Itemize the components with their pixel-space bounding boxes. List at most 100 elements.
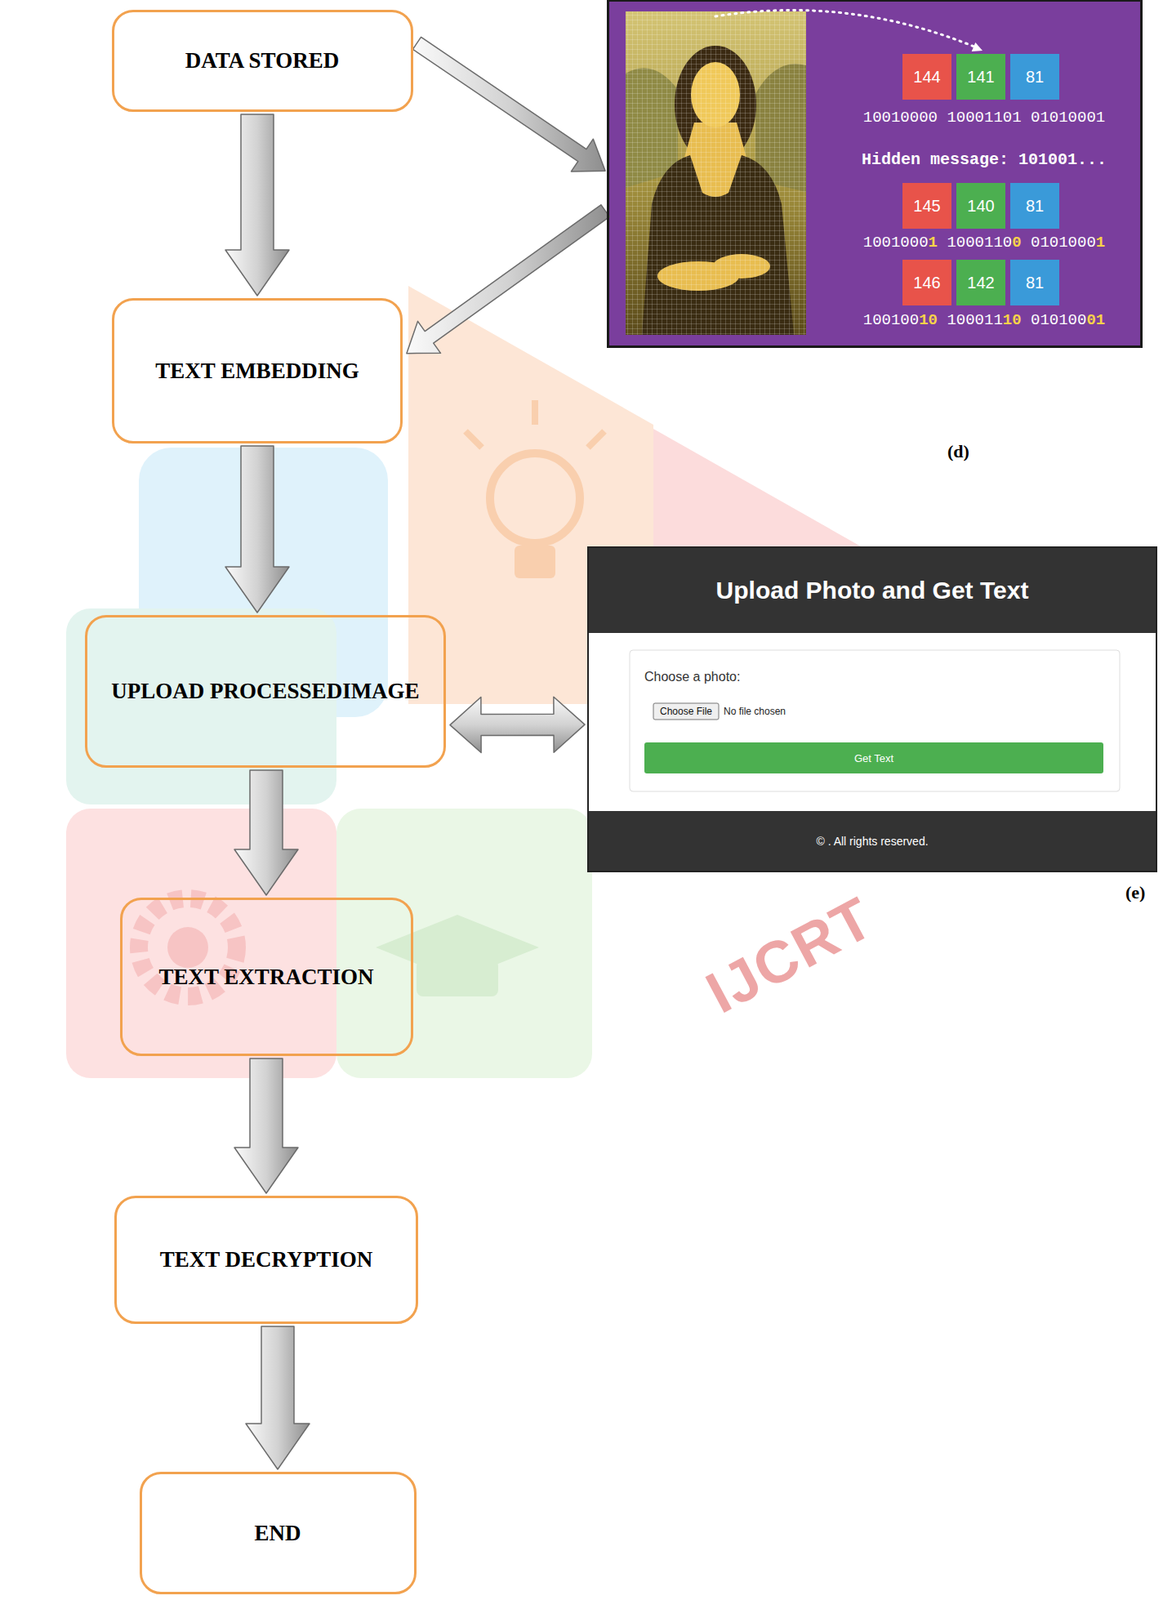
box-label: TEXT DECRYPTION (160, 1247, 373, 1273)
end-box: END (139, 1471, 417, 1595)
field-label: Choose a photo: (644, 668, 890, 687)
page-heading: Upload Photo and Get Text (588, 548, 1156, 633)
form-card (629, 650, 1120, 792)
embedded-bits: 01 (1086, 311, 1106, 330)
pixel-swatch (956, 182, 1006, 229)
lightbulb-icon (514, 545, 556, 579)
pixel-swatch (956, 53, 1006, 100)
submit-button: Get Text (644, 742, 1104, 774)
watermark-text: IJCRT (695, 883, 885, 1027)
pixel-value: 142 (956, 259, 1006, 306)
box-label: UPLOAD PROCESSEDIMAGE (111, 678, 419, 705)
bit-gap (937, 233, 947, 252)
block-arrow (245, 1326, 310, 1470)
binary-value: 10010010 10001110 01010001 (820, 309, 1148, 331)
hidden-message: Hidden message: 101001... (820, 147, 1148, 172)
bit-run: 100100 (863, 311, 919, 330)
box-label: DATA STORED (185, 48, 339, 74)
watermark-tile (66, 608, 337, 805)
lightbulb-icon (588, 431, 605, 448)
portrait-image (625, 11, 807, 335)
screenshot-panel: Upload Photo and Get TextChoose a photo:… (588, 548, 1156, 871)
block-arrow (234, 1058, 299, 1194)
bit-gap (1021, 311, 1031, 330)
illustration-ground (609, 1, 1141, 346)
submit-button-shape (644, 742, 1104, 774)
pixel-value: 144 (902, 53, 952, 100)
process-box: TEXT EXTRACTION (120, 897, 414, 1057)
pixel-swatch (1010, 182, 1060, 229)
portrait-image (625, 11, 807, 335)
lightbulb-icon (465, 431, 482, 448)
pixel-swatch (902, 259, 952, 306)
embedded-bits: 10 (1002, 311, 1022, 330)
block-arrow (225, 445, 290, 613)
bit-gap (937, 311, 947, 330)
pixel-value: 81 (1010, 182, 1060, 229)
file-button: Choose File (653, 703, 719, 720)
pixel-swatch (956, 259, 1006, 306)
lightbulb-icon (531, 400, 539, 425)
gear-icon (167, 926, 209, 968)
embedded-bits: 1 (928, 233, 938, 252)
box-label: END (253, 1520, 301, 1547)
pixel-swatch (902, 53, 1060, 306)
pixel-value: 140 (956, 182, 1006, 229)
process-box: UPLOAD PROCESSEDIMAGE (84, 614, 446, 768)
block-arrow (412, 36, 606, 172)
pixel-swatch (1010, 259, 1060, 306)
pixel-swatch (1010, 53, 1060, 100)
bit-run: 1000110 (946, 233, 1012, 252)
lightbulb-icon (490, 453, 580, 544)
file-status: No file chosen (723, 703, 830, 720)
process-box: TEXT DECRYPTION (114, 1195, 419, 1324)
bit-gap (1021, 233, 1031, 252)
pointer-head (971, 42, 983, 52)
header-bar (588, 548, 1156, 633)
footer-bar (588, 810, 1156, 871)
block-arrow (406, 204, 611, 354)
dotted-pointer (715, 9, 976, 48)
file-button-shape (653, 703, 719, 720)
figure-label: (e) (1125, 882, 1146, 904)
pixel-value: 81 (1010, 53, 1060, 100)
embedded-bits: 1 (1096, 233, 1106, 252)
process-box: DATA STORED (111, 9, 414, 112)
portrait-image (625, 11, 807, 335)
bit-run: 1001000 (863, 233, 929, 252)
graduation-cap-icon (416, 959, 499, 997)
box-label: TEXT EMBEDDING (155, 358, 359, 384)
bit-string: 10010010 10001110 01010001 (863, 311, 1106, 330)
box-label: TEXT EXTRACTION (159, 964, 375, 990)
pixel-value: 81 (1010, 259, 1060, 306)
block-arrow (225, 114, 290, 296)
bit-run: 100011 (946, 311, 1003, 330)
pixel-value: 146 (902, 259, 952, 306)
pixel-value: 145 (902, 182, 952, 229)
web-form-screenshot (588, 548, 1156, 871)
form-ground (588, 548, 1156, 871)
bit-run: 0101000 (1030, 233, 1097, 252)
pixel-value: 141 (956, 53, 1006, 100)
lightbulb-icon (465, 400, 605, 579)
block-arrow (234, 770, 299, 896)
graduation-cap-icon (375, 914, 540, 997)
pixel-swatch (902, 53, 952, 100)
embedded-bits: 10 (918, 311, 938, 330)
bit-string: 10010001 10001100 01010001 (863, 233, 1106, 252)
footer-text: © . All rights reserved. (588, 810, 1156, 871)
block-arrow (450, 696, 585, 753)
embedded-bits: 0 (1011, 233, 1021, 252)
watermark-tile (336, 808, 593, 1079)
binary-value: 10010001 10001100 01010001 (820, 231, 1148, 254)
figure-label: (d) (947, 441, 970, 463)
binary-value: 10010000 10001101 01010001 (820, 106, 1148, 129)
pixel-swatch (902, 182, 952, 229)
process-box: TEXT EMBEDDING (111, 298, 403, 444)
illustration-panel: 1441418110010000 10001101 01010001Hidden… (609, 1, 1141, 346)
bit-run: 010100 (1030, 311, 1087, 330)
steganography-illustration (609, 1, 1141, 346)
